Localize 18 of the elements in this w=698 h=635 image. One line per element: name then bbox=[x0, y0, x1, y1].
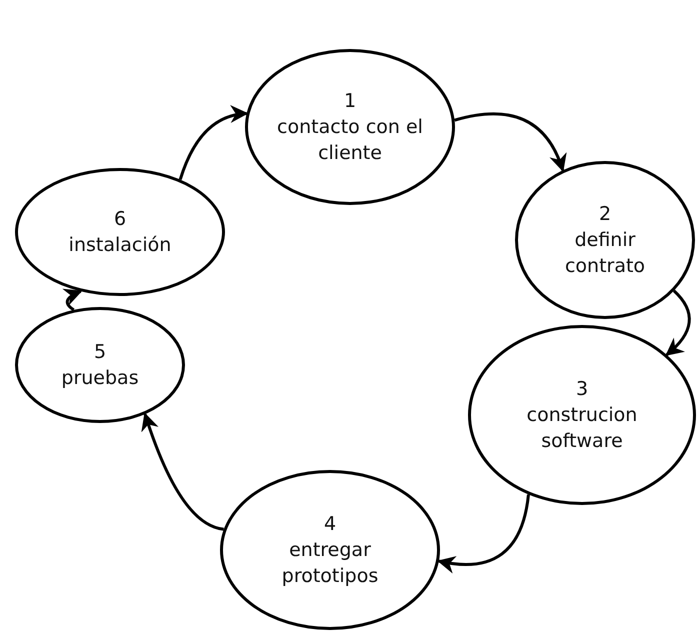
step-number: 1 bbox=[344, 89, 356, 114]
curved-arrow bbox=[665, 290, 691, 356]
curved-arrow bbox=[178, 106, 248, 180]
step-label: contacto con el cliente bbox=[276, 115, 424, 166]
step-label: pruebas bbox=[61, 366, 139, 391]
curved-arrow bbox=[454, 112, 566, 172]
step-label: definir contrato bbox=[564, 228, 646, 279]
curved-arrow bbox=[437, 494, 530, 573]
step-label: entregar prototipos bbox=[280, 538, 380, 589]
step-number: 3 bbox=[576, 377, 588, 402]
curved-arrow bbox=[62, 289, 82, 312]
step-number: 5 bbox=[94, 340, 106, 365]
step-label: construcion software bbox=[526, 403, 638, 454]
curved-arrow bbox=[142, 412, 224, 531]
step-label: instalación bbox=[68, 233, 172, 258]
step-number: 4 bbox=[324, 512, 336, 537]
step-number: 6 bbox=[114, 207, 126, 232]
step-number: 2 bbox=[598, 202, 612, 227]
